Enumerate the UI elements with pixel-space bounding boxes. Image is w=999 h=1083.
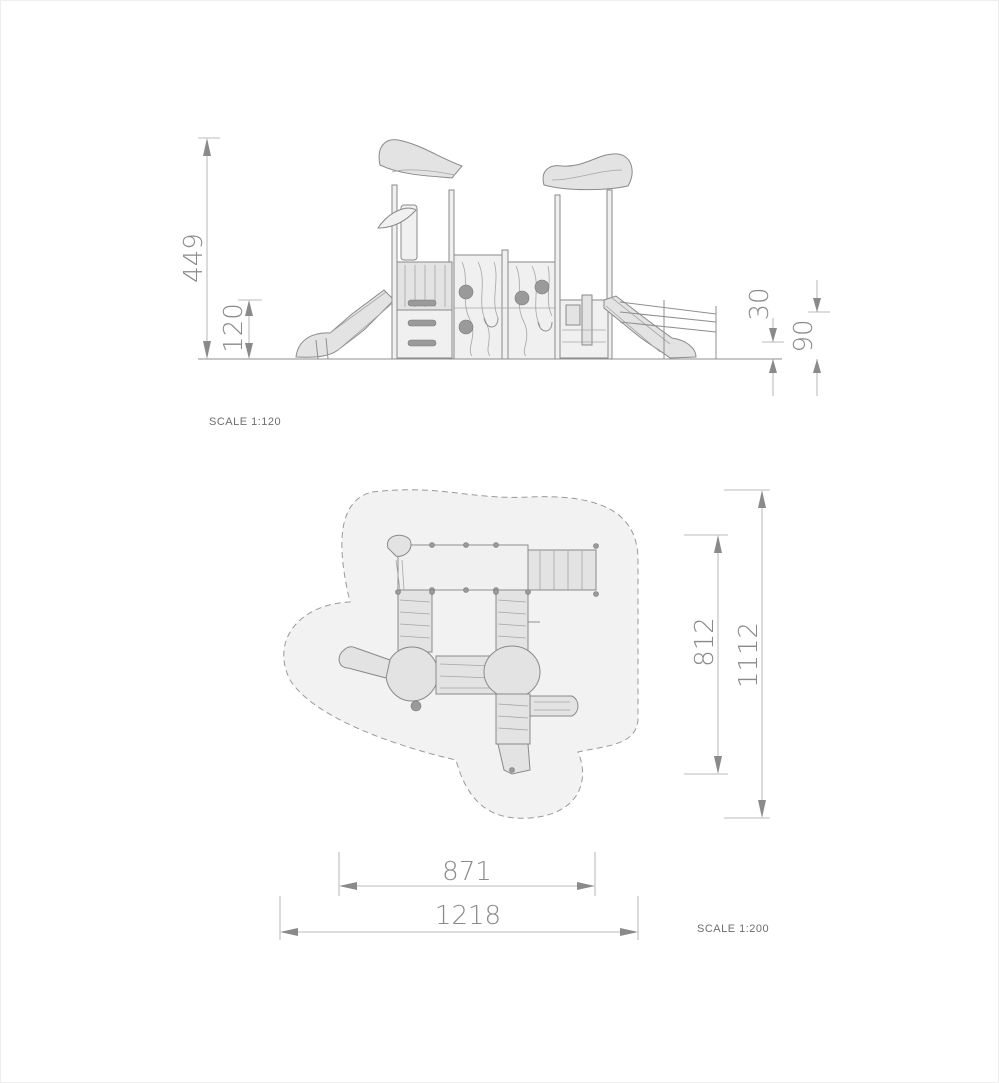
right-roof-plan — [483, 645, 541, 699]
steering-wheel — [410, 700, 422, 712]
right-roof-canopy — [542, 153, 633, 191]
elevation-scale-label: SCALE 1:120 — [209, 416, 281, 428]
upper-right-bridge — [527, 543, 599, 597]
plan-view: 871 1218 812 1112 S — [279, 489, 770, 940]
dimension-rail-height: 90 — [789, 280, 830, 396]
dimension-equipment-depth: 812 — [684, 534, 728, 775]
right-platform — [493, 589, 540, 657]
right-tower — [542, 153, 633, 360]
left-roof-plan — [385, 646, 439, 702]
flag — [377, 207, 417, 229]
dimension-safety-depth: 1112 — [724, 489, 770, 819]
dimension-label-safety-width: 1218 — [435, 901, 501, 931]
left-slide-plan — [338, 646, 391, 679]
dimension-label-equipment-width: 871 — [442, 857, 492, 887]
handrail — [619, 300, 717, 359]
middle-panels — [453, 249, 559, 360]
dimension-total-height: 449 — [179, 137, 220, 359]
pod-top — [387, 534, 412, 557]
climbing-steps — [407, 299, 437, 347]
dimension-equipment-width: 871 — [338, 852, 596, 896]
dimension-label-equipment-depth: 812 — [690, 617, 720, 667]
right-slide — [603, 295, 697, 359]
dimension-label-rail-height: 90 — [789, 319, 819, 352]
dimension-label-platform-height: 120 — [219, 303, 249, 353]
left-roof-canopy — [378, 139, 463, 179]
left-platform — [395, 589, 435, 653]
dimension-safety-width: 1218 — [279, 896, 639, 940]
plan-scale-label: SCALE 1:200 — [697, 923, 769, 935]
left-slide — [295, 289, 395, 360]
access-gate — [565, 304, 581, 326]
elevation-view: 449 120 30 90 SCALE 1:120 — [179, 137, 830, 428]
dimension-label-step-height: 30 — [745, 287, 775, 320]
dimension-label-total-height: 449 — [179, 233, 209, 283]
left-tower — [377, 139, 463, 360]
right-slide-plan — [529, 695, 579, 717]
dimension-label-safety-depth: 1112 — [734, 622, 764, 688]
dimension-platform-height: 120 — [219, 299, 262, 359]
dimension-step-height: 30 — [745, 287, 784, 396]
lower-column — [495, 693, 531, 775]
safety-zone — [283, 489, 639, 819]
